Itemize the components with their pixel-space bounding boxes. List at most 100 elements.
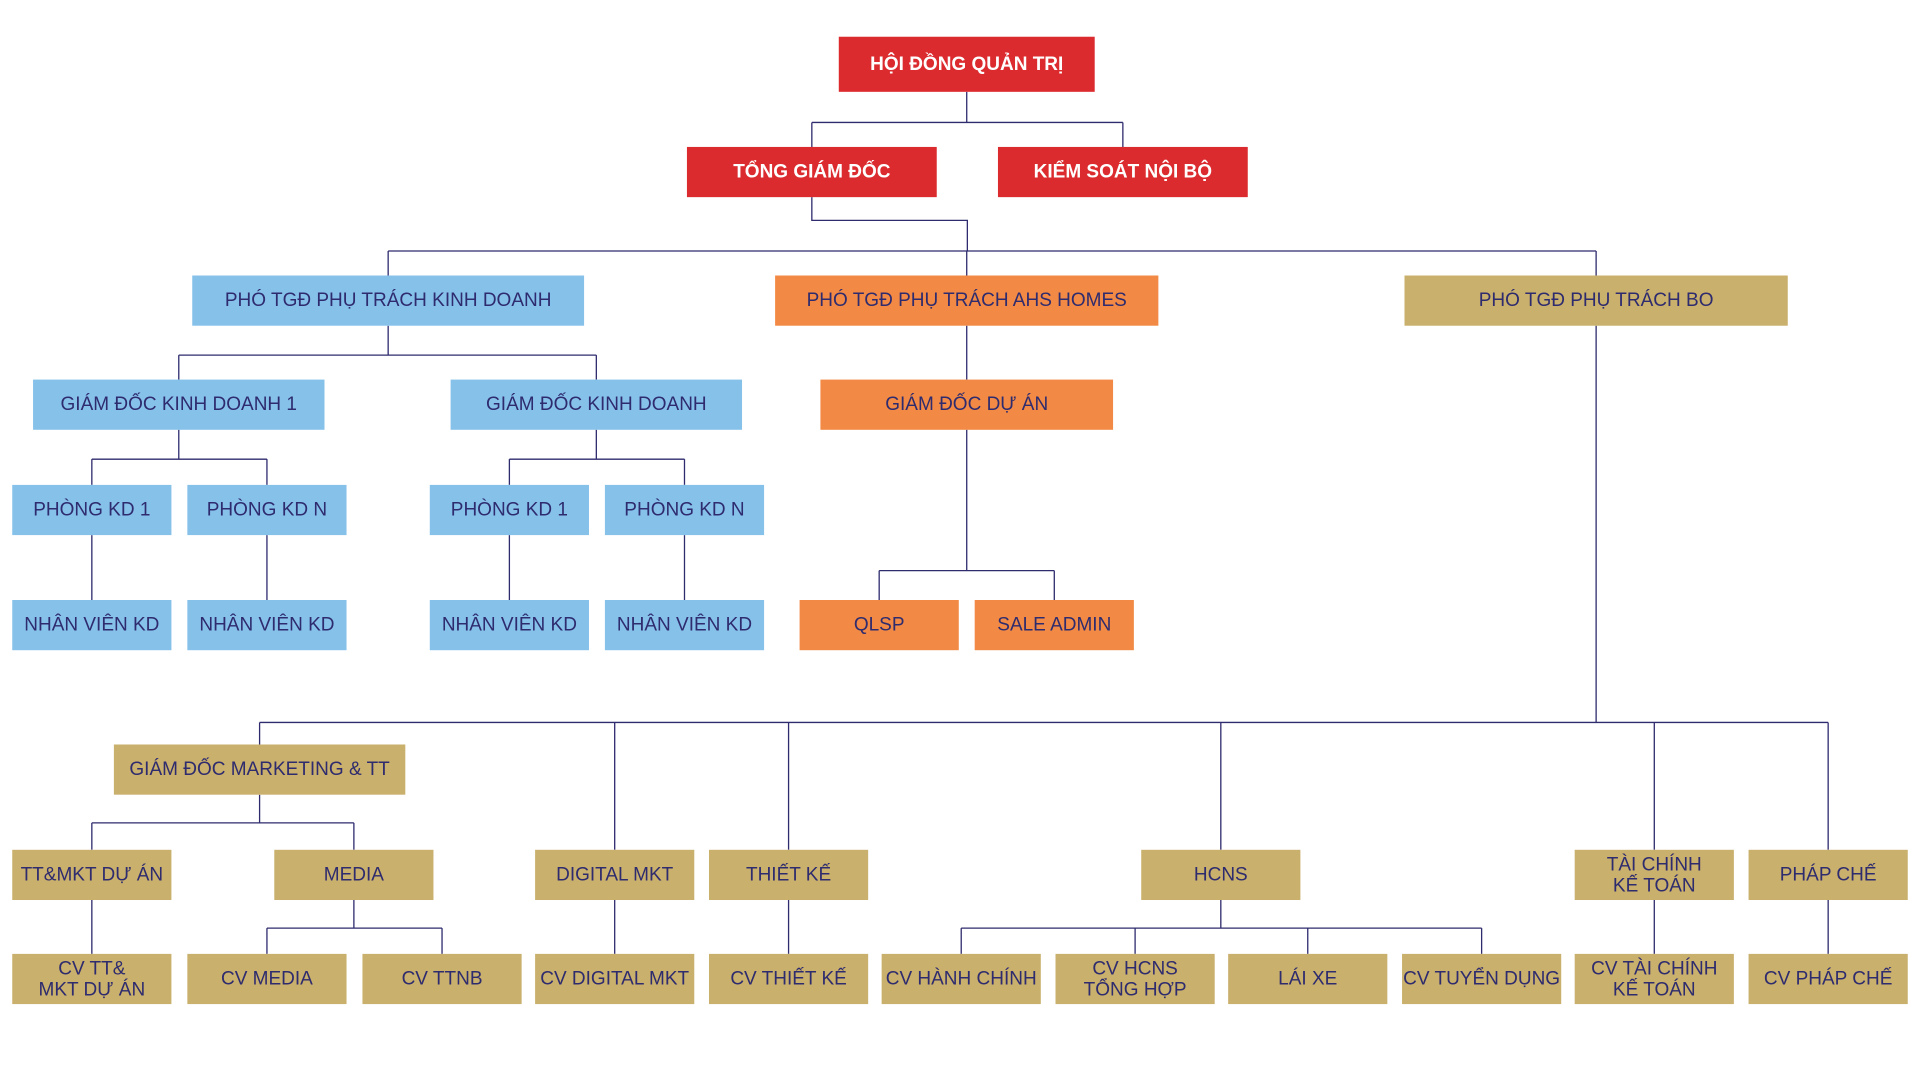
connector-tgd — [387, 197, 1597, 276]
node-box — [12, 849, 172, 900]
node-label: GIÁM ĐỐC KINH DOANH 1 — [61, 393, 297, 415]
node-cv_media: CV MEDIA — [187, 953, 347, 1005]
node-label: NHÂN VIÊN KD — [442, 614, 577, 636]
node-box — [12, 600, 172, 651]
connector-hcns — [960, 900, 1483, 954]
node-label: PHÒNG KD N — [207, 499, 327, 521]
node-cv_digital: CV DIGITAL MKT — [535, 953, 695, 1005]
node-box — [429, 484, 589, 536]
node-label: TT&MKT DỰ ÁN — [21, 864, 164, 885]
node-pkd1_a: PHÒNG KD 1 — [12, 484, 172, 536]
node-box — [33, 379, 325, 430]
node-nv4: NHÂN VIÊN KD — [604, 600, 765, 651]
node-box — [1574, 953, 1734, 1005]
node-label: CV TTNB — [402, 968, 483, 989]
node-qlsp: QLSP — [799, 600, 959, 651]
org-nodes: HỘI ĐỒNG QUẢN TRỊ TỔNG GIÁM ĐỐC KIỂM SOÁT … — [12, 36, 1908, 1005]
node-box — [274, 849, 434, 900]
node-cv_ttnb: CV TTNB — [362, 953, 522, 1005]
node-gdkd: GIÁM ĐỐC KINH DOANH — [450, 379, 743, 430]
node-box — [775, 275, 1159, 326]
node-label: NHÂN VIÊN KD — [617, 614, 752, 636]
node-box — [1574, 849, 1734, 900]
node-label: THIẾT KẾ — [746, 863, 831, 885]
node-box — [881, 953, 1041, 1005]
node-label: HCNS — [1194, 864, 1248, 885]
node-label: DIGITAL MKT — [556, 864, 674, 885]
node-pho_bo: PHÓ TGĐ PHỤ TRÁCH BO — [1404, 275, 1788, 326]
node-box — [1402, 953, 1562, 1005]
node-label: PHÒNG KD 1 — [33, 499, 150, 521]
node-gdda: GIÁM ĐỐC DỰ ÁN — [820, 379, 1114, 430]
node-label: PHÒNG KD 1 — [451, 499, 568, 521]
node-label: CV PHÁP CHẾ — [1764, 967, 1892, 989]
node-gdmkt: GIÁM ĐỐC MARKETING & TT — [113, 744, 406, 795]
node-label: SALE ADMIN — [997, 615, 1111, 636]
node-box — [1055, 953, 1215, 1005]
node-cv_thietke: CV THIẾT KẾ — [708, 953, 869, 1005]
node-label: TỔNG GIÁM ĐỐC — [733, 161, 891, 183]
node-box — [113, 744, 406, 795]
node-pho_kd: PHÓ TGĐ PHỤ TRÁCH KINH DOANH — [192, 275, 585, 326]
node-hcns: HCNS — [1141, 849, 1301, 900]
node-label: CV THIẾT KẾ — [730, 967, 847, 989]
connector-media — [266, 900, 443, 954]
node-tgd: TỔNG GIÁM ĐỐC — [686, 146, 937, 198]
node-box — [362, 953, 522, 1005]
node-label: GIÁM ĐỐC MARKETING & TT — [129, 758, 390, 780]
node-nv1: NHÂN VIÊN KD — [12, 600, 172, 651]
node-label: HỘI ĐỒNG QUẢN TRỊ — [870, 53, 1063, 75]
node-box — [1748, 849, 1908, 900]
node-pkd1_b: PHÒNG KD 1 — [429, 484, 589, 536]
connector-lines — [91, 91, 1829, 954]
node-pkdn_a: PHÒNG KD N — [187, 484, 347, 536]
node-nv2: NHÂN VIÊN KD — [187, 600, 347, 651]
node-box — [604, 600, 765, 651]
node-label: NHÂN VIÊN KD — [199, 614, 334, 636]
node-cv_phapche: CV PHÁP CHẾ — [1748, 953, 1908, 1005]
node-box — [12, 953, 172, 1005]
node-box — [1748, 953, 1908, 1005]
node-label: CV TUYỂN DỤNG — [1403, 967, 1560, 989]
connector-gdkd1 — [91, 429, 268, 485]
node-pho_ahs: PHÓ TGĐ PHỤ TRÁCH AHS HOMES — [775, 275, 1159, 326]
node-box — [535, 849, 695, 900]
node-cv_ttmkt: CV TT&MKT DỰ ÁN — [12, 953, 172, 1005]
node-box — [838, 36, 1095, 92]
node-phapche: PHÁP CHẾ — [1748, 849, 1908, 900]
node-cv_hanhchinh: CV HÀNH CHÍNH — [881, 953, 1041, 1005]
node-box — [686, 146, 937, 198]
connector-pho_kd — [178, 325, 597, 380]
node-cv_tuyendung: CV TUYỂN DỤNG — [1402, 953, 1562, 1005]
node-label: GIÁM ĐỐC KINH DOANH — [486, 393, 707, 415]
node-box — [708, 953, 869, 1005]
node-label: GIÁM ĐỐC DỰ ÁN — [885, 393, 1048, 415]
node-ksnb: KIỂM SOÁT NỘI BỘ — [997, 146, 1248, 198]
node-digital: DIGITAL MKT — [535, 849, 695, 900]
node-label: CV HÀNH CHÍNH — [886, 968, 1037, 989]
node-pkdn_b: PHÒNG KD N — [604, 484, 765, 536]
node-box — [820, 379, 1114, 430]
node-label: PHÓ TGĐ PHỤ TRÁCH AHS HOMES — [807, 289, 1127, 311]
node-label: NHÂN VIÊN KD — [24, 614, 159, 636]
node-box — [708, 849, 869, 900]
connector-pho_bo — [258, 325, 1829, 850]
node-box — [12, 484, 172, 536]
node-box — [1141, 849, 1301, 900]
node-saleadmin: SALE ADMIN — [974, 600, 1134, 651]
connector-gdkd — [508, 429, 686, 485]
node-box — [1228, 953, 1388, 1005]
node-box — [450, 379, 743, 430]
node-ttmkt: TT&MKT DỰ ÁN — [12, 849, 172, 900]
node-laixe: LÁI XE — [1228, 953, 1388, 1005]
node-label: CV DIGITAL MKT — [540, 968, 689, 989]
node-box — [192, 275, 585, 326]
connector-hdqt — [811, 91, 1124, 147]
connector-gdmkt — [91, 794, 355, 850]
